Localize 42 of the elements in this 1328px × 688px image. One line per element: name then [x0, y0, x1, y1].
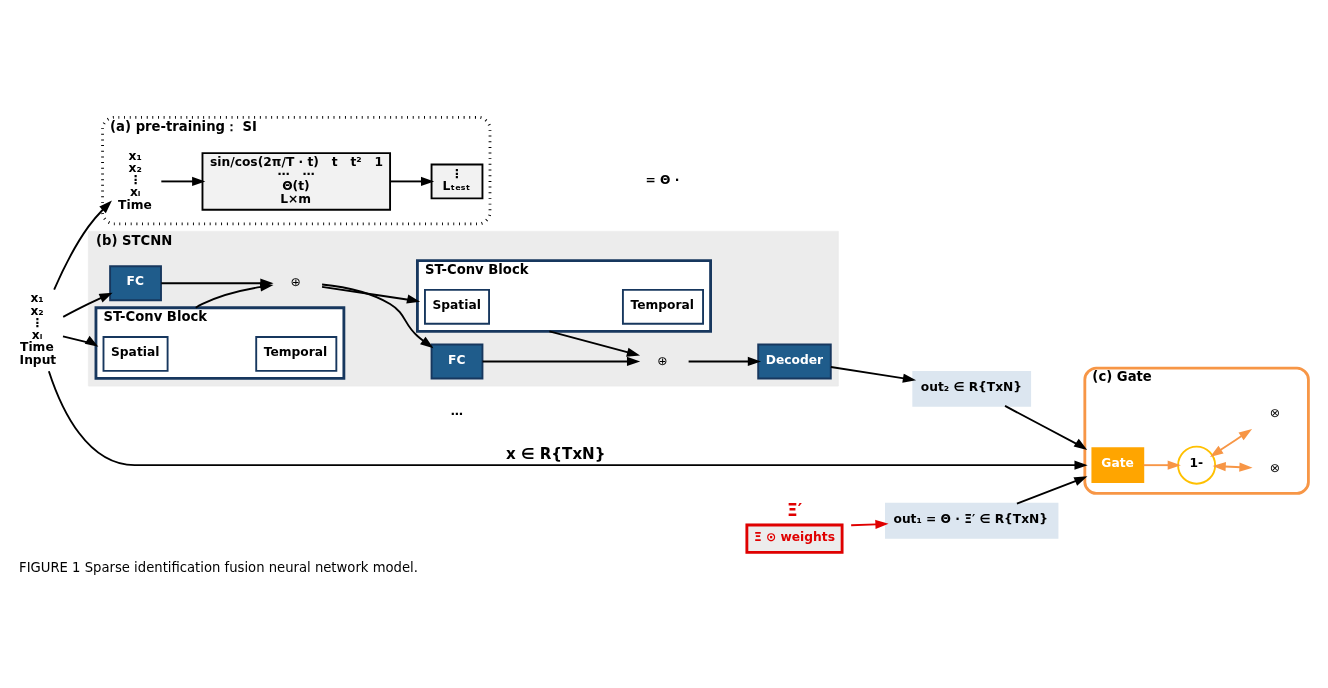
- arrow: [1142, 460, 1181, 470]
- node-box: Decoder: [757, 343, 832, 379]
- node-text: x₁ x₂ ⋮ xᵢ Time: [118, 148, 152, 212]
- node-box: Spatial: [424, 288, 490, 325]
- node-text: x₁ x₂ ⋮ xᵢ Time Input: [19, 290, 57, 367]
- label: ⋯: [450, 406, 464, 421]
- arrow: [829, 365, 917, 383]
- node-box: Temporal: [255, 335, 338, 372]
- node-box: Temporal: [621, 288, 704, 325]
- caption: FIGURE 1 Sparse identification fusion neural network model.: [19, 559, 418, 575]
- arrow: [1210, 428, 1253, 457]
- node-box: FC: [109, 264, 162, 301]
- node-text: ⊕: [290, 274, 301, 289]
- arrow: [481, 356, 641, 366]
- node-box: ⋮ Lₜₑₛₜ: [430, 163, 484, 199]
- arrow: [62, 292, 113, 318]
- arrow: [321, 283, 434, 348]
- arrow: [53, 200, 112, 291]
- node-box: FC: [430, 343, 484, 379]
- node-circle: 1-: [1177, 445, 1217, 485]
- node-text: ⊗: [1269, 405, 1281, 420]
- arrow: [62, 334, 99, 347]
- arrow: [1015, 475, 1088, 505]
- node-box: out₁ = Θ · Ξ′ ∈ R{TxN}: [885, 502, 1059, 539]
- arrow: [389, 176, 435, 186]
- arrow: [548, 329, 641, 357]
- node-text: ⊕: [657, 353, 668, 368]
- arrow: [194, 281, 274, 309]
- arrow: [687, 356, 762, 366]
- node-box: Gate: [1091, 446, 1145, 483]
- node-label: Ξ′: [786, 499, 803, 519]
- edge-label: x ∈ R{TxN}: [506, 444, 606, 463]
- arrow: [850, 519, 889, 529]
- node-text: ⊗: [1269, 460, 1281, 475]
- arrow: [1004, 404, 1088, 450]
- node-box: sin/cos(2π/T · t) t t² 1 ⋯ ⋯ Θ(t) L×m: [201, 151, 391, 211]
- arrow: [1212, 461, 1253, 472]
- arrow: [160, 176, 206, 186]
- node-box: out₂ ∈ R{TxN}: [912, 370, 1032, 407]
- arrow: [321, 285, 421, 303]
- label: = Θ ·: [645, 172, 680, 187]
- node-box: Spatial: [102, 335, 169, 372]
